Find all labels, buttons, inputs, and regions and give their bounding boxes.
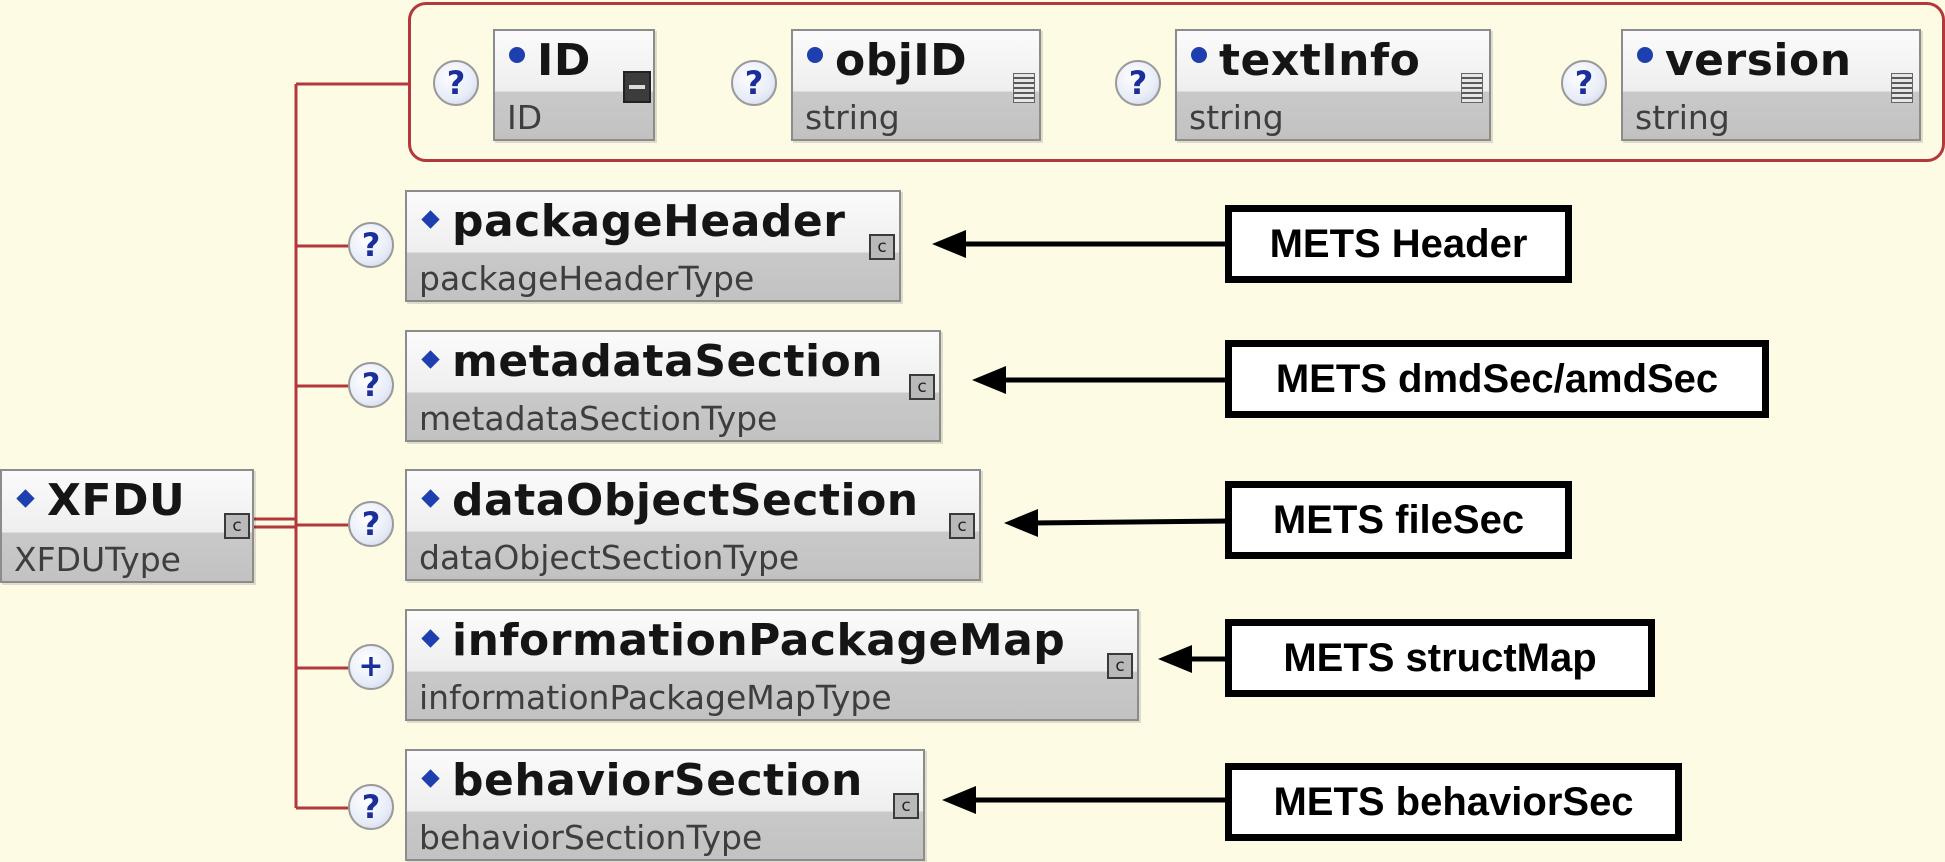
element-packageheader[interactable]: packageHeader packageHeaderType c <box>405 190 901 302</box>
root-node-xfdu[interactable]: XFDU XFDUType c <box>0 469 254 583</box>
mapping-text: METS behaviorSec <box>1273 779 1634 824</box>
element-type: informationPackageMapType <box>419 678 892 717</box>
mapping-text: METS dmdSec/amdSec <box>1275 356 1719 401</box>
attribute-type: string <box>1189 98 1284 137</box>
arrow-line-fileSec <box>1031 518 1231 526</box>
arrowhead-metadata <box>972 366 1006 394</box>
simple-type-icon <box>1461 73 1483 103</box>
attribute-name: ID <box>537 35 591 86</box>
optional-icon: ? <box>348 222 394 268</box>
attribute-version[interactable]: version string <box>1621 29 1921 141</box>
optional-icon: ? <box>433 60 479 106</box>
element-bullet-icon <box>421 629 440 648</box>
complex-type-icon: c <box>893 793 919 819</box>
complex-type-icon: c <box>909 374 935 400</box>
arrowhead-fileSec <box>1004 509 1038 537</box>
element-name: behaviorSection <box>452 755 863 806</box>
mapping-label-metadata: METS dmdSec/amdSec <box>1225 340 1769 418</box>
simple-type-icon <box>1891 73 1913 103</box>
element-name: informationPackageMap <box>452 615 1066 666</box>
mapping-label-structmap: METS structMap <box>1225 619 1655 697</box>
optional-icon: ? <box>731 60 777 106</box>
element-name: dataObjectSection <box>452 475 919 526</box>
complex-type-icon: c <box>1107 653 1133 679</box>
root-connector <box>252 517 296 529</box>
attribute-name: objID <box>835 35 968 86</box>
mapping-label-header: METS Header <box>1225 205 1572 283</box>
mapping-label-filesec: METS fileSec <box>1225 481 1572 559</box>
mapping-label-behavior: METS behaviorSec <box>1225 763 1682 841</box>
arrowhead-header <box>932 230 966 258</box>
attribute-group: ? ID ID ? objID string ? textInfo string… <box>408 2 1945 162</box>
complex-type-icon: c <box>869 234 895 260</box>
attribute-objid[interactable]: objID string <box>791 29 1041 141</box>
root-type: XFDUType <box>14 540 181 579</box>
optional-icon: ? <box>348 784 394 830</box>
attribute-type: ID <box>507 98 543 137</box>
optional-icon: ? <box>1561 60 1607 106</box>
element-bullet-icon <box>421 350 440 369</box>
attribute-id[interactable]: ID ID <box>493 29 655 141</box>
element-type: metadataSectionType <box>419 399 778 438</box>
element-bullet-icon <box>421 769 440 788</box>
optional-icon: ? <box>348 501 394 547</box>
one-or-more-icon: + <box>348 644 394 690</box>
element-metadatasection[interactable]: metadataSection metadataSectionType c <box>405 330 941 442</box>
arrowhead-structMap <box>1158 645 1192 673</box>
attribute-bullet-icon <box>1637 47 1653 63</box>
mapping-text: METS fileSec <box>1272 497 1525 542</box>
optional-icon: ? <box>348 362 394 408</box>
attribute-name: version <box>1665 35 1852 86</box>
root-name: XFDU <box>47 475 186 526</box>
attribute-bullet-icon <box>1191 47 1207 63</box>
simple-type-icon <box>1013 73 1035 103</box>
complex-type-icon: c <box>949 513 975 539</box>
mapping-text: METS structMap <box>1283 635 1597 680</box>
element-type: packageHeaderType <box>419 259 755 298</box>
element-type: behaviorSectionType <box>419 818 763 857</box>
attribute-bullet-icon <box>509 47 525 63</box>
attribute-type: string <box>1635 98 1730 137</box>
element-dataobjectsection[interactable]: dataObjectSection dataObjectSectionType … <box>405 469 981 581</box>
element-name: packageHeader <box>452 196 846 247</box>
mapping-text: METS Header <box>1269 221 1528 266</box>
attribute-name: textInfo <box>1219 35 1421 86</box>
optional-icon: ? <box>1115 60 1161 106</box>
collapse-icon <box>623 71 651 103</box>
element-informationpackagemap[interactable]: informationPackageMap informationPackage… <box>405 609 1139 721</box>
attribute-textinfo[interactable]: textInfo string <box>1175 29 1491 141</box>
complex-type-icon: c <box>224 513 250 539</box>
element-behaviorsection[interactable]: behaviorSection behaviorSectionType c <box>405 749 925 861</box>
element-type: dataObjectSectionType <box>419 538 800 577</box>
element-name: metadataSection <box>452 336 884 387</box>
attribute-bullet-icon <box>807 47 823 63</box>
element-bullet-icon <box>16 489 35 508</box>
element-bullet-icon <box>421 210 440 229</box>
attribute-type: string <box>805 98 900 137</box>
element-bullet-icon <box>421 489 440 508</box>
arrowhead-behavior <box>942 786 976 814</box>
